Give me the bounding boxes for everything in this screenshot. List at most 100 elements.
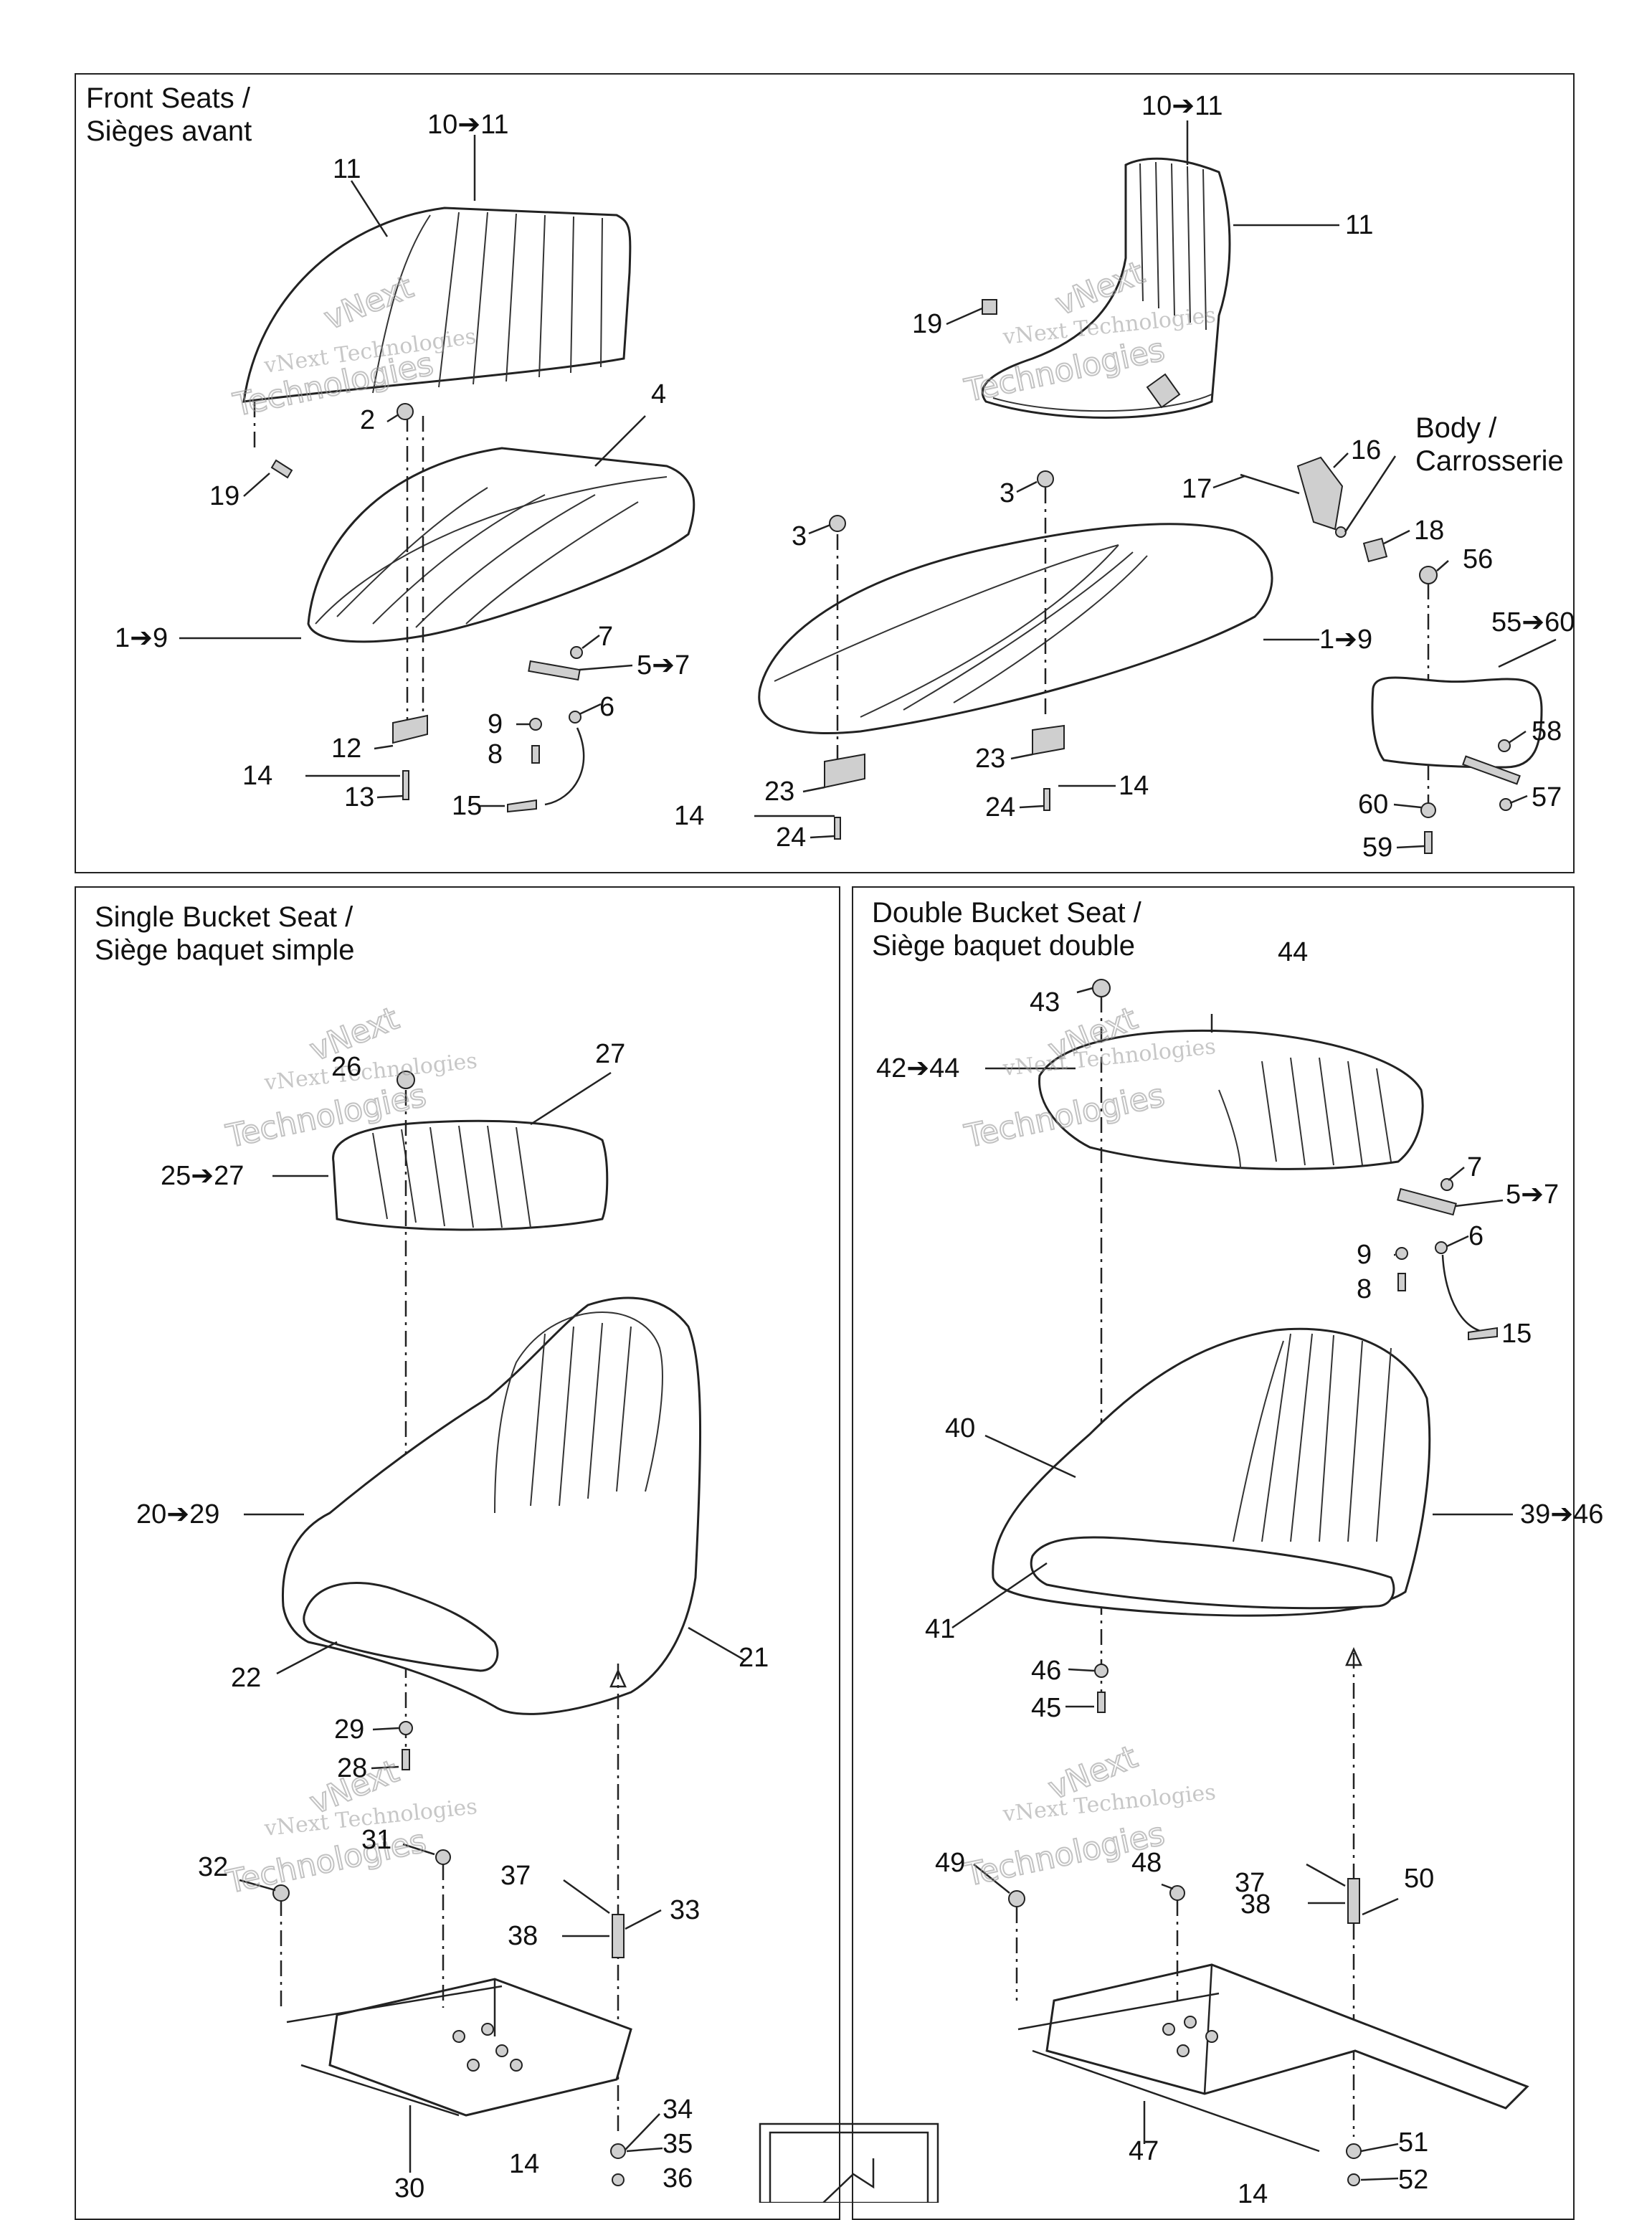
callout: 33 (670, 1895, 700, 1925)
callout: 40 (945, 1413, 975, 1443)
callout: 52 (1398, 2165, 1428, 2195)
callout: 58 (1532, 716, 1562, 746)
callout: 29 (334, 1714, 364, 1745)
spacer-23b (1032, 724, 1065, 756)
callout: 43 (1030, 987, 1060, 1018)
cushion-42-44 (1038, 1030, 1424, 1170)
callout: 38 (508, 1921, 538, 1951)
callout: 3 (1000, 478, 1015, 508)
callout: 5➔7 (1506, 1180, 1559, 1210)
single-bucket-title: Single Bucket Seat / Siège baquet simple (95, 901, 355, 966)
callout: 7 (1467, 1152, 1482, 1182)
callout: 26 (331, 1052, 361, 1082)
callout: 15 (1501, 1319, 1532, 1349)
spacer-12 (392, 714, 428, 744)
strap-5-7 (528, 660, 581, 681)
callout: 30 (394, 2173, 424, 2203)
callout: 56 (1463, 544, 1493, 574)
callout: 57 (1532, 782, 1562, 812)
callout: 37 (1235, 1868, 1265, 1898)
callout: 14 (1238, 2179, 1268, 2203)
callout: 49 (935, 1848, 965, 1878)
front-seats-title: Front Seats / Sièges avant (86, 82, 252, 147)
cap-2 (397, 403, 414, 420)
callout: 23 (975, 744, 1005, 774)
double-bucket-title: Double Bucket Seat / Siège baquet double (872, 897, 1141, 962)
screw-13 (402, 770, 409, 800)
screw-19-right (982, 299, 997, 315)
callout: 60 (1358, 789, 1388, 820)
callout: 15 (452, 791, 482, 821)
callout: 10➔11 (427, 110, 509, 140)
callout: 14 (1119, 771, 1149, 801)
callout: 17 (1182, 474, 1212, 504)
stud-50 (1347, 1878, 1360, 1924)
callout: 34 (663, 2095, 693, 2125)
body-label: Body / Carrosserie (1415, 412, 1564, 477)
callout: 14 (509, 2149, 539, 2179)
callout: 11 (333, 154, 361, 184)
bucket-seat-double (992, 1327, 1431, 1617)
callout: 24 (776, 822, 806, 853)
callout: 16 (1351, 435, 1381, 465)
callout: 32 (198, 1852, 228, 1882)
callout: 7 (598, 622, 613, 652)
callout: 19 (209, 481, 239, 511)
slide-base-47 (1017, 1963, 1529, 2153)
seat-cushion-left (307, 447, 696, 643)
callout: 51 (1398, 2128, 1428, 2158)
callout: 27 (595, 1039, 625, 1069)
callout: 12 (331, 734, 361, 764)
callout: 28 (337, 1753, 367, 1783)
callout: 8 (488, 739, 503, 769)
callout: 45 (1031, 1693, 1061, 1723)
callout: 44 (1278, 937, 1308, 967)
latch-16-17-18 (1240, 456, 1388, 563)
callout: 14 (242, 761, 272, 791)
callout: 20➔29 (136, 1499, 219, 1529)
callout: 18 (1414, 516, 1444, 546)
leader-lines (179, 120, 1557, 2181)
backrest-left (242, 207, 632, 403)
callout: 48 (1131, 1848, 1162, 1878)
callout: 22 (231, 1663, 261, 1693)
callout: 37 (500, 1861, 531, 1891)
callout: 25➔27 (161, 1161, 244, 1191)
seat-55-60 (1371, 676, 1543, 769)
stud-33 (612, 1914, 625, 1958)
callout: 46 (1031, 1656, 1061, 1686)
callout: 8 (1357, 1274, 1372, 1304)
callout: 42➔44 (876, 1053, 959, 1083)
callout: 14 (674, 801, 704, 831)
seat-cushion-right (758, 523, 1273, 734)
callout: 19 (912, 309, 942, 339)
callout: 23 (764, 777, 794, 807)
callouts: 10➔11 11 19 2 4 1➔9 7 5➔7 6 9 8 12 14 13… (115, 91, 1603, 2203)
cushion-25-27 (332, 1119, 609, 1231)
callout: 9 (488, 709, 503, 739)
callout: 41 (925, 1614, 955, 1644)
callout: 11 (1345, 210, 1373, 240)
screw-15 (507, 799, 537, 813)
callout: 1➔9 (1319, 625, 1372, 655)
callout: 9 (1357, 1240, 1372, 1270)
callout: 55➔60 (1491, 607, 1575, 637)
callout: 39➔46 (1520, 1499, 1603, 1529)
callout: 5➔7 (637, 650, 690, 680)
callout: 6 (599, 692, 614, 722)
screw-19-left (270, 459, 293, 479)
callout: 6 (1468, 1221, 1484, 1251)
callout: 35 (663, 2129, 693, 2159)
callout: 2 (360, 405, 375, 435)
clip-19b (1146, 373, 1181, 409)
front-seats-panel (75, 73, 1575, 873)
callout: 4 (651, 379, 666, 409)
callout: 24 (985, 792, 1015, 822)
callout: 21 (739, 1643, 769, 1673)
slide-base-30 (286, 1978, 632, 2117)
callout: 3 (792, 521, 807, 551)
callout: 50 (1404, 1864, 1434, 1894)
callout: 1➔9 (115, 623, 168, 653)
svg-text:vNext Technologies: vNext Technologies (1001, 1780, 1217, 1827)
